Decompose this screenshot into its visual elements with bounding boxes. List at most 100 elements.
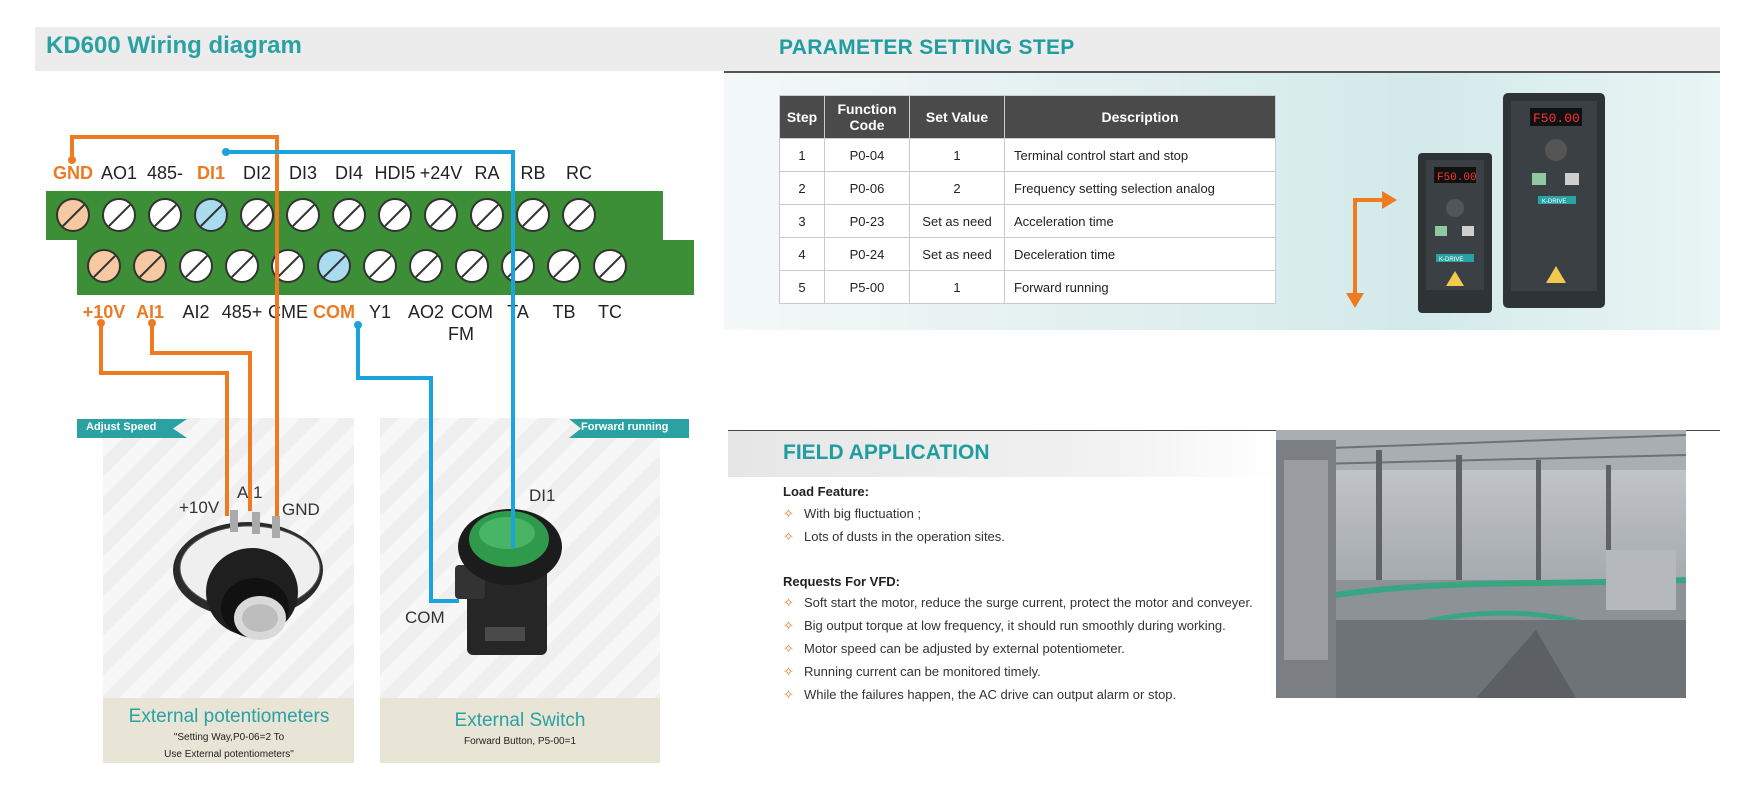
list-item: ✧ Motor speed can be adjusted by external… xyxy=(783,641,1125,657)
screw-terminal-icon xyxy=(470,198,504,232)
table-cell: 3 xyxy=(779,204,825,238)
table-cell: P0-06 xyxy=(824,171,910,205)
table-cell: Set as need xyxy=(909,204,1005,238)
screw-terminal-icon xyxy=(56,198,90,232)
terminal-label-top-ra: RA xyxy=(474,163,500,183)
table-cell: Terminal control start and stop xyxy=(1004,138,1276,172)
terminal-label-bottom-10: TB xyxy=(552,302,576,322)
terminal-label-top-di1: DI1 xyxy=(196,163,226,183)
terminal-label-top-gnd: GND xyxy=(53,163,93,183)
switch-label-di1: DI1 xyxy=(529,486,556,505)
big-drive-brand: K-DRIVE xyxy=(1542,199,1566,205)
pot-label-gnd: GND xyxy=(282,500,320,519)
terminal-label-top-di4: DI4 xyxy=(334,163,364,183)
table-cell: 2 xyxy=(779,171,825,205)
screw-terminal-icon xyxy=(547,249,581,283)
parameter-title: PARAMETER SETTING STEP xyxy=(779,36,1075,59)
terminal-label-top-24v: +24V xyxy=(419,163,463,183)
terminal-label-top-rb: RB xyxy=(520,163,546,183)
list-item-text: Motor speed can be adjusted by external … xyxy=(804,641,1125,656)
field-divider xyxy=(728,430,1720,431)
col-set-value: Set Value xyxy=(909,95,1005,139)
terminal-label-bottom-4: CME xyxy=(268,302,308,322)
terminal-label-bottom-8: COM xyxy=(451,302,493,322)
switch-caption-sub: Forward Button, P5-00=1 xyxy=(463,736,577,747)
list-item-text: Running current can be monitored timely. xyxy=(804,664,1041,679)
small-drive-display: F50.00 xyxy=(1437,172,1477,184)
potentiometer-tag-label: Adjust Speed xyxy=(86,421,157,433)
terminal-label-bottom-7: AO2 xyxy=(407,302,445,322)
terminal-label-bottom-3: 485+ xyxy=(221,302,263,322)
table-cell: P0-04 xyxy=(824,138,910,172)
screw-terminal-icon xyxy=(593,249,627,283)
screw-terminal-icon xyxy=(409,249,443,283)
screw-terminal-icon xyxy=(133,249,167,283)
star-outline-icon: ✧ xyxy=(783,641,794,656)
table-cell: Deceleration time xyxy=(1004,237,1276,271)
table-cell: Forward running xyxy=(1004,270,1276,304)
terminal-label-bottom-2: AI2 xyxy=(182,302,210,322)
vfd-devices-image: F50.00 K-DRIVE F50.00 K-DRIVE xyxy=(1346,93,1605,313)
potentiometer-caption-title: External potentiometers xyxy=(128,706,330,727)
table-cell: Acceleration time xyxy=(1004,204,1276,238)
screw-terminal-icon xyxy=(194,198,228,232)
potentiometer-caption-line1: "Setting Way,P0-06=2 To xyxy=(173,732,285,743)
star-outline-icon: ✧ xyxy=(783,529,794,544)
load-feature-heading: Load Feature: xyxy=(783,484,869,499)
switch-tag xyxy=(569,419,689,438)
terminal-label-fm: FM xyxy=(448,324,474,344)
wiring-header-bar xyxy=(35,27,725,71)
list-item: ✧Running current can be monitored timely… xyxy=(783,664,1041,680)
screw-terminal-icon xyxy=(562,198,596,232)
list-item-text: Soft start the motor, reduce the surge c… xyxy=(804,595,1253,610)
requests-heading: Requests For VFD: xyxy=(783,574,901,589)
switch-caption-title: External Switch xyxy=(454,710,586,731)
terminal-label-bottom-5: COM xyxy=(313,302,355,322)
screw-terminal-icon xyxy=(317,249,351,283)
terminal-label-top-di2: DI2 xyxy=(242,163,272,183)
push-button-icon xyxy=(455,509,562,655)
switch-label-com: COM xyxy=(405,608,445,627)
potentiometer-knob-icon xyxy=(173,510,323,640)
table-cell: Set as need xyxy=(909,237,1005,271)
switch-tag-label: Forward running xyxy=(581,421,669,433)
list-item: ✧While the failures happen, the AC drive… xyxy=(783,687,1176,703)
switch-caption-box xyxy=(380,698,660,763)
list-item-text: Lots of dusts in the operation sites. xyxy=(804,529,1005,544)
pot-label-10v: +10V xyxy=(179,498,220,517)
star-outline-icon: ✧ xyxy=(783,595,794,610)
wiring-title: KD600 Wiring diagram xyxy=(46,32,302,59)
small-drive-brand: K-DRIVE xyxy=(1439,257,1463,263)
parameter-table: Step Function Code Set Value Description… xyxy=(779,95,1276,304)
list-item: ✧ Lots of dusts in the operation sites. xyxy=(783,529,1005,545)
factory-photo xyxy=(1276,430,1686,698)
screw-terminal-icon xyxy=(179,249,213,283)
table-cell: P0-23 xyxy=(824,204,910,238)
terminal-label-top-rc: RC xyxy=(566,163,592,183)
screw-terminal-icon xyxy=(240,198,274,232)
terminal-label-top-ao1: AO1 xyxy=(100,163,138,183)
table-cell: 5 xyxy=(779,270,825,304)
star-outline-icon: ✧ xyxy=(783,618,794,633)
table-cell: 1 xyxy=(779,138,825,172)
potentiometer-caption-box xyxy=(103,698,354,763)
parameter-table-header: Step Function Code Set Value Description xyxy=(779,95,1276,139)
table-cell: 1 xyxy=(909,270,1005,304)
col-description: Description xyxy=(1004,95,1276,139)
screw-terminal-icon xyxy=(424,198,458,232)
star-outline-icon: ✧ xyxy=(783,506,794,521)
screw-terminal-icon xyxy=(87,249,121,283)
screw-terminal-icon xyxy=(501,249,535,283)
field-title: FIELD APPLICATION xyxy=(783,441,990,464)
screw-terminal-icon xyxy=(271,249,305,283)
list-item-text: While the failures happen, the AC drive … xyxy=(804,687,1177,702)
screw-terminal-icon xyxy=(516,198,550,232)
pot-label-ai1: AI1 xyxy=(237,483,263,502)
list-item: ✧ Soft start the motor, reduce the surge … xyxy=(783,595,1253,611)
list-item-text: Big output torque at low frequency, it s… xyxy=(804,618,1226,633)
screw-terminal-icon xyxy=(455,249,489,283)
list-item: ✧ Big output torque at low frequency, it … xyxy=(783,618,1226,634)
